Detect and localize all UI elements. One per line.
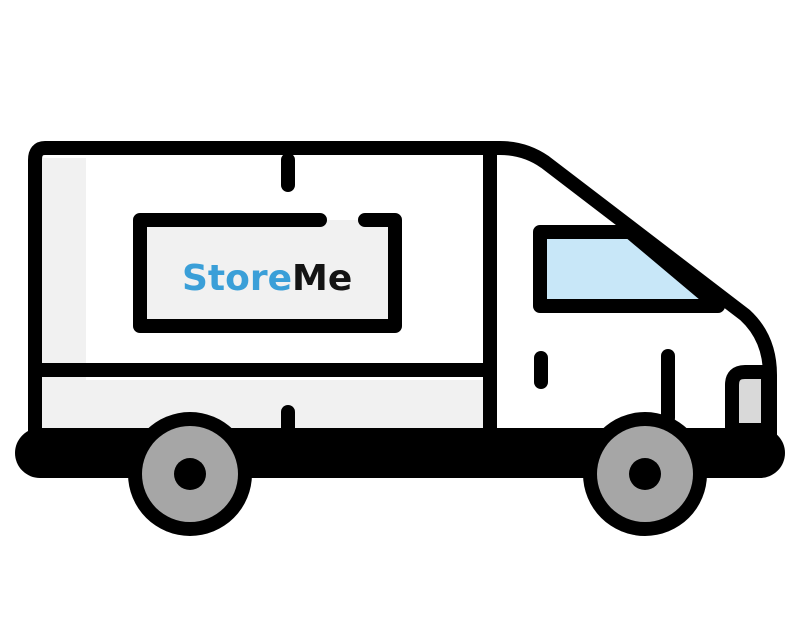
logo-me-text: Me [292,258,352,299]
logo-panel-fill [140,220,395,326]
logo-wordmark: StoreMe [182,258,352,299]
logo-store-text: Store [182,258,292,299]
rear-wheel-hub [174,458,206,490]
logo-panel-outline [133,213,402,333]
head-light [725,365,775,437]
cab-window [533,225,725,313]
front-wheel-hub [629,458,661,490]
lower-band-shade [40,380,490,430]
van-body-outline [28,141,777,452]
